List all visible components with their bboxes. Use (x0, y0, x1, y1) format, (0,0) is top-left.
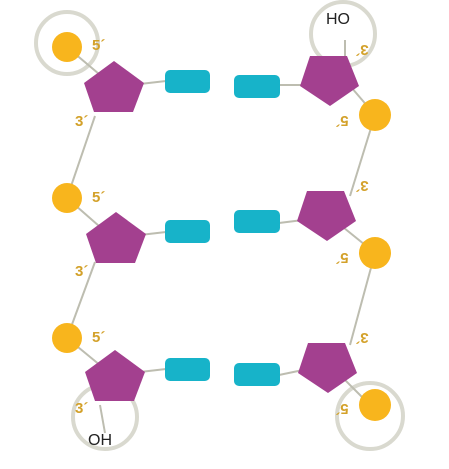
sugars (84, 56, 359, 401)
label-3prime-left-3: 3´ (75, 400, 88, 417)
phosphate-left-3 (52, 323, 82, 353)
sugar-left-3 (85, 350, 145, 401)
phosphate-left-1 (52, 32, 82, 62)
sugar-right-3 (298, 343, 357, 393)
end-circle-bottom-right (335, 381, 405, 451)
phosphate-right-3 (359, 389, 391, 421)
label-5prime-left-1: 5´ (92, 37, 105, 54)
end-circle-top-left (34, 10, 100, 76)
label-3prime-right-2: 3´ (355, 177, 368, 194)
left-strand-labels: 5´ 3´ 5´ 3´ 5´ 3´ (75, 37, 105, 417)
link-left-1 (139, 80, 167, 85)
base-right-3 (234, 363, 280, 386)
sugar-left-1 (84, 61, 144, 112)
sugar-right-1 (300, 56, 359, 106)
hydroxyl-bottom-label: OH (88, 432, 112, 449)
right-strand-labels: 3´ 5´ 3´ 5´ 3´ 5´ (335, 41, 368, 417)
label-5prime-right-1: 5´ (335, 112, 348, 129)
hydroxyl-top-label: HO (326, 11, 350, 28)
base-left-3 (165, 358, 210, 381)
label-5prime-left-3: 5´ (92, 329, 105, 346)
phosphate-right-2 (359, 237, 391, 269)
base-left-1 (165, 70, 210, 93)
bases (165, 70, 280, 386)
label-5prime-right-2: 5´ (335, 249, 348, 266)
sugar-right-2 (297, 191, 356, 241)
base-right-2 (234, 210, 280, 233)
phosphate-left-2 (52, 183, 82, 213)
label-3prime-right-3: 3´ (355, 329, 368, 346)
phosphate-right-1 (359, 99, 391, 131)
label-3prime-left-1: 3´ (75, 113, 88, 130)
label-3prime-left-2: 3´ (75, 263, 88, 280)
label-3prime-right-1: 3´ (355, 41, 368, 58)
label-5prime-left-2: 5´ (92, 189, 105, 206)
sugar-left-2 (86, 212, 146, 263)
label-5prime-right-3: 5´ (335, 400, 348, 417)
link-left-3 (139, 368, 167, 373)
phosphates (52, 32, 391, 421)
base-left-2 (165, 220, 210, 243)
base-right-1 (234, 75, 280, 98)
backbone-left-6 (99, 404, 106, 434)
